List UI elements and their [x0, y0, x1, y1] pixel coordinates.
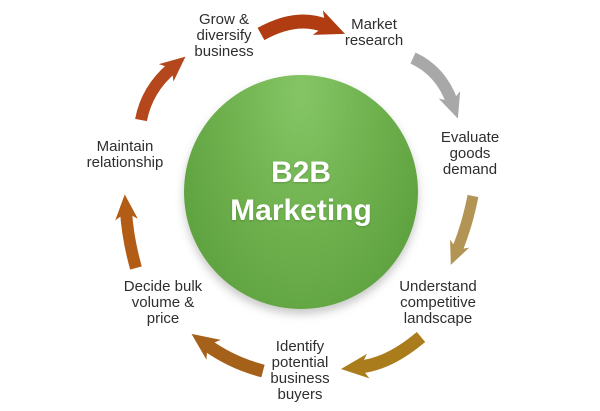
arrow-understand-to-identify — [340, 331, 426, 379]
step-label-grow-diversify-business: Grow & diversify business — [194, 11, 254, 60]
arrow-market-to-evaluate — [410, 52, 461, 119]
center-circle: B2B Marketing — [184, 75, 418, 309]
step-label-maintain-relationship: Maintain relationship — [86, 138, 164, 171]
arrow-evaluate-to-understand — [450, 194, 479, 265]
step-label-understand-competitive-landscape: Understand competitive landscape — [399, 278, 477, 327]
arrow-maintain-to-grow — [135, 56, 186, 122]
step-label-evaluate-goods-demand: Evaluate goods demand — [440, 129, 500, 178]
arrow-identify-to-decide — [191, 333, 265, 378]
center-title-line2: Marketing — [230, 194, 372, 227]
arrow-decide-to-maintain — [115, 194, 142, 270]
step-label-identify-potential-business-buyers: Identify potential business buyers — [270, 338, 330, 403]
step-label-decide-bulk-volume-price: Decide bulk volume & price — [123, 278, 203, 327]
arrow-grow-to-market — [257, 10, 346, 41]
center-title-line1: B2B — [270, 156, 331, 189]
step-label-market-research: Market research — [344, 16, 404, 49]
